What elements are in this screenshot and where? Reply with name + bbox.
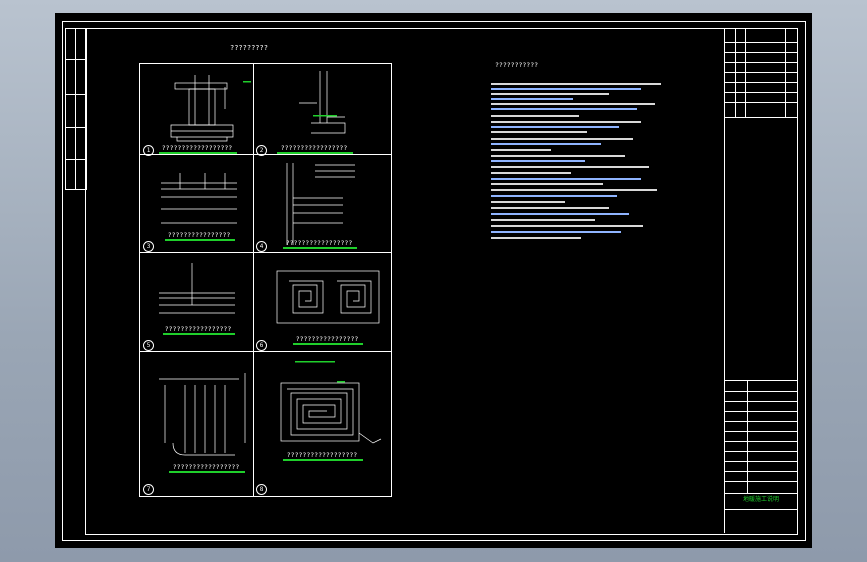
binding-strip — [65, 28, 87, 190]
notes-text-block — [491, 83, 667, 263]
detail-caption-2: ????????????????? — [280, 144, 348, 152]
detail-number-1: 1 — [143, 145, 154, 156]
detail-caption-6: ???????????????? — [295, 335, 359, 343]
detail-caption-3: ???????????????? — [167, 231, 231, 239]
detail-caption-7: ????????????????? — [172, 463, 240, 471]
outer-frame — [62, 21, 806, 541]
detail-number-7: 7 — [143, 484, 154, 495]
detail-number-6: 6 — [256, 340, 267, 351]
caption-underline-7 — [169, 471, 245, 473]
detail-grid — [139, 63, 392, 497]
caption-underline-1 — [159, 152, 237, 154]
detail-number-2: 2 — [256, 145, 267, 156]
detail-caption-4: ????????????????? — [285, 239, 353, 247]
inner-frame — [85, 28, 798, 535]
revision-table — [725, 28, 797, 118]
detail-caption-5: ????????????????? — [164, 325, 232, 333]
title-block: 地暖施工说明 — [724, 28, 797, 533]
detail-caption-8: ?????????????????? — [286, 451, 358, 459]
caption-underline-3 — [165, 239, 235, 241]
caption-underline-8 — [283, 459, 363, 461]
detail-number-4: 4 — [256, 241, 267, 252]
caption-underline-4 — [283, 247, 357, 249]
notes-title: ??????????? — [495, 61, 539, 69]
detail-drawings — [159, 71, 382, 456]
detail-number-3: 3 — [143, 241, 154, 252]
detail-caption-1: ?????????????????? — [161, 144, 233, 152]
detail-number-8: 8 — [256, 484, 267, 495]
caption-underline-6 — [293, 343, 363, 345]
caption-underline-5 — [163, 333, 235, 335]
drawing-name-label: 地暖施工说明 — [743, 496, 780, 503]
info-table: 地暖施工说明 — [725, 380, 797, 534]
caption-underline-2 — [277, 152, 353, 154]
drawing-sheet: ????????? — [55, 13, 812, 548]
main-title: ????????? — [230, 44, 268, 52]
detail-number-5: 5 — [143, 340, 154, 351]
